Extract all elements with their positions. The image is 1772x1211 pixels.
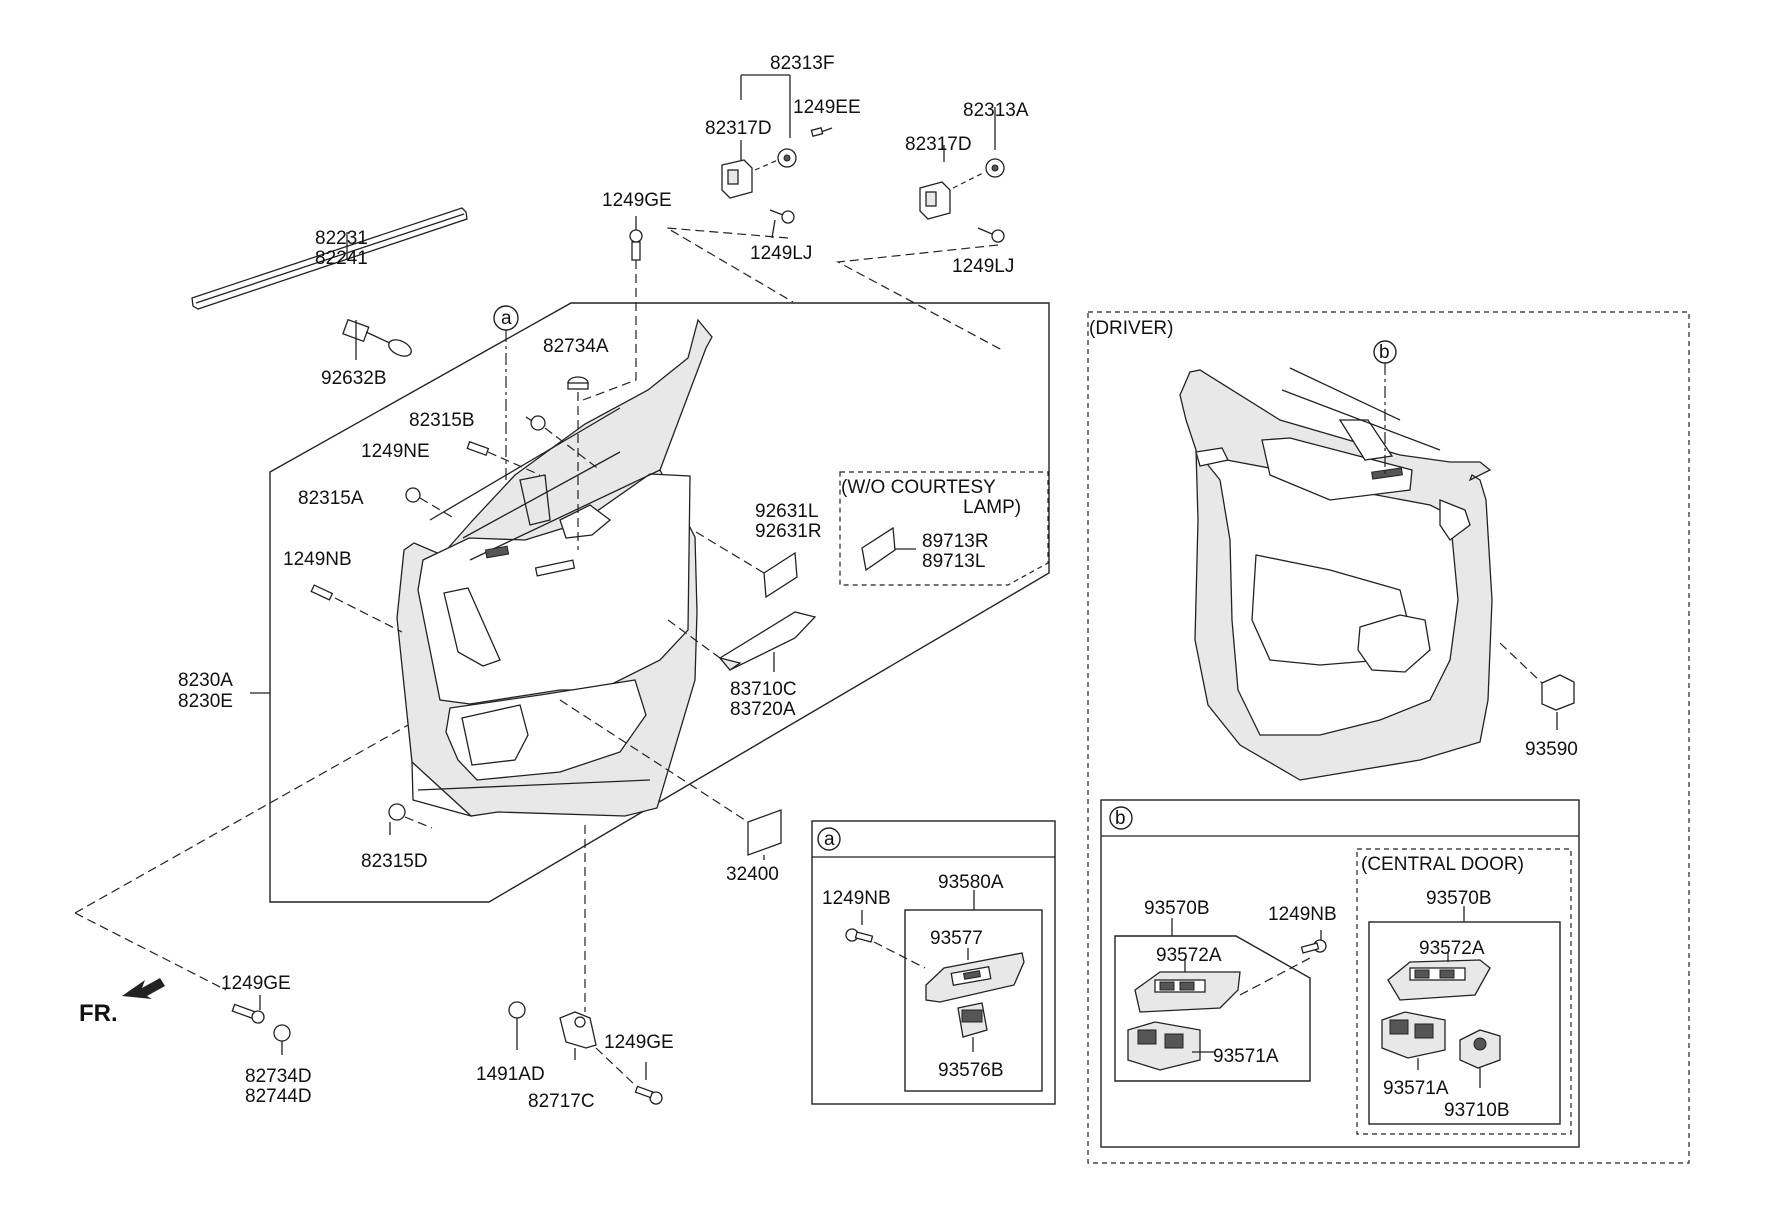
label-82734A: 82734A — [543, 336, 609, 357]
label-93572A-right: 93572A — [1419, 938, 1485, 959]
label-82315B: 82315B — [409, 410, 475, 431]
cover-89713 — [861, 526, 916, 572]
detail-box-a — [811, 820, 1056, 1105]
label-82734D: 82734D — [245, 1066, 312, 1087]
label-82315D: 82315D — [361, 851, 428, 872]
central-door-box — [1356, 848, 1572, 1135]
screw-1249NB-left — [310, 584, 403, 633]
label-93571A-left: 93571A — [1213, 1046, 1279, 1067]
label-82317D-b: 82317D — [905, 134, 972, 155]
detail-box-b — [1100, 799, 1580, 1148]
label-92631R: 92631R — [755, 521, 822, 542]
label-1249NE: 1249NE — [361, 441, 430, 462]
label-82241: 82241 — [315, 248, 368, 269]
label-93710B: 93710B — [1444, 1100, 1510, 1121]
screw-1249GE-top — [582, 216, 643, 401]
part-labels: 82313F 1249EE 82317D 82313A 82317D 1249G… — [79, 53, 1578, 1121]
label-89713L: 89713L — [922, 551, 985, 572]
screw-1249NE — [466, 440, 541, 476]
door-trim-panel-main — [396, 318, 713, 817]
upper-bracket-group-left — [721, 74, 833, 239]
label-93580A: 93580A — [938, 872, 1004, 893]
label-82231: 82231 — [315, 228, 368, 249]
front-arrow-icon — [122, 978, 165, 999]
pull-handle-83710C — [667, 611, 817, 672]
label-32400: 32400 — [726, 864, 779, 885]
label-1249NB-left: 1249NB — [283, 549, 352, 570]
lamp-92631 — [695, 531, 798, 599]
label-1249EE: 1249EE — [793, 97, 861, 118]
screw-1249GE-bl — [231, 995, 291, 1055]
wo-courtesy-lamp-box — [839, 471, 1049, 586]
switch-93710B — [1459, 1029, 1501, 1088]
label-callout-b-main: b — [1379, 342, 1390, 363]
label-93590: 93590 — [1525, 739, 1578, 760]
switch-93571A-left — [1127, 1021, 1214, 1071]
label-1491AD: 1491AD — [476, 1064, 545, 1085]
label-1249GE-bl: 1249GE — [221, 973, 291, 994]
screw-1249NB-b — [1300, 930, 1327, 954]
clip-82315A — [405, 487, 453, 518]
clip-82734A — [567, 376, 589, 550]
label-fr: FR. — [79, 1000, 118, 1027]
label-93570B-right: 93570B — [1426, 888, 1492, 909]
label-callout-a-main: a — [501, 308, 512, 329]
weatherstrip-82231 — [191, 207, 468, 360]
callout-a-main — [493, 305, 519, 538]
label-wo-courtesy-1: (W/O COURTESY — [841, 477, 996, 498]
label-8230E: 8230E — [178, 691, 233, 712]
clip-82315B — [525, 415, 601, 471]
assembly-outline — [269, 302, 1050, 903]
label-82717C: 82717C — [528, 1091, 595, 1112]
label-83720A: 83720A — [730, 699, 796, 720]
label-82313A: 82313A — [963, 100, 1029, 121]
label-1249LJ-a: 1249LJ — [750, 243, 812, 264]
label-93570B-left: 93570B — [1144, 898, 1210, 919]
label-1249LJ-b: 1249LJ — [952, 256, 1014, 277]
label-1249GE-bm: 1249GE — [604, 1032, 674, 1053]
label-83710C: 83710C — [730, 679, 797, 700]
label-1249NB-a: 1249NB — [822, 888, 891, 909]
label-driver: (DRIVER) — [1089, 318, 1173, 339]
label-82315A: 82315A — [298, 488, 364, 509]
label-32400 — [559, 699, 782, 860]
switch-93572A-left — [1134, 957, 1311, 1013]
label-93571A-right: 93571A — [1383, 1078, 1449, 1099]
clip-82315D — [388, 803, 433, 835]
driver-box — [1087, 311, 1690, 1164]
label-wo-courtesy-2: LAMP) — [963, 497, 1021, 518]
switch-93577 — [925, 948, 1025, 1003]
bracket-82717C — [508, 825, 663, 1105]
screw-1249NB-a — [845, 910, 926, 969]
label-93576B: 93576B — [938, 1060, 1004, 1081]
switch-93571A-right — [1381, 1011, 1446, 1070]
label-93577: 93577 — [930, 928, 983, 949]
label-82317D-a: 82317D — [705, 118, 772, 139]
label-8230A: 8230A — [178, 670, 233, 691]
label-callout-b-box: b — [1115, 808, 1126, 829]
label-callout-a-box: a — [824, 829, 835, 850]
label-82313F: 82313F — [770, 53, 834, 74]
label-82744D: 82744D — [245, 1086, 312, 1107]
label-89713R: 89713R — [922, 531, 989, 552]
upper-bracket-group-right — [919, 107, 1005, 243]
label-1249GE-top: 1249GE — [602, 190, 672, 211]
switch-93572A-right — [1387, 952, 1491, 1001]
label-93572A-left: 93572A — [1156, 945, 1222, 966]
switch-93576B — [957, 1002, 988, 1052]
label-92632B: 92632B — [321, 368, 387, 389]
door-trim-panel-driver — [1179, 367, 1493, 781]
label-central-door: (CENTRAL DOOR) — [1361, 854, 1524, 875]
label-1249NB-b: 1249NB — [1268, 904, 1337, 925]
label-92631L: 92631L — [755, 501, 818, 522]
connector-93590 — [1499, 642, 1575, 730]
